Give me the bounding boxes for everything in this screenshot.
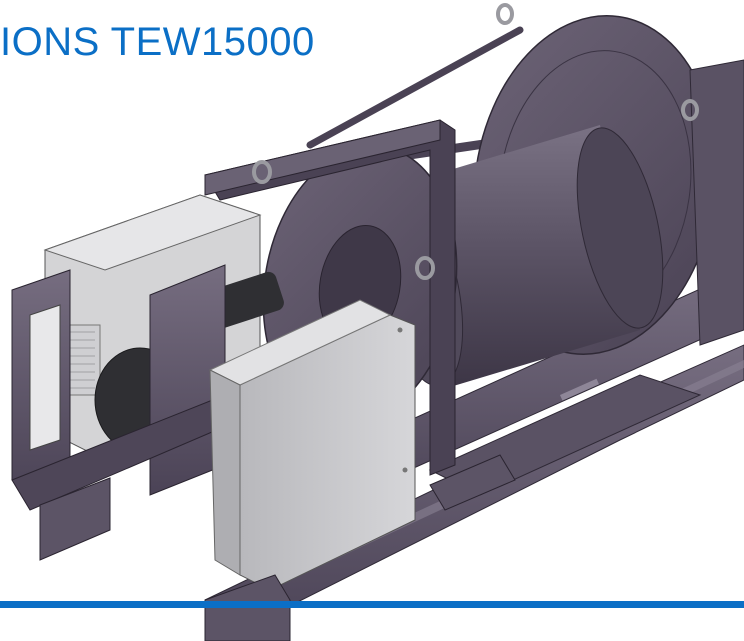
accent-bar bbox=[0, 601, 744, 608]
page-title: IONS TEW15000 bbox=[0, 20, 315, 64]
frame-plate-middle bbox=[204, 119, 456, 476]
frame-plate-left bbox=[11, 264, 241, 561]
frame-plate-rear bbox=[689, 59, 744, 346]
lifting-eyes bbox=[252, 3, 699, 280]
mounting-feet bbox=[204, 454, 516, 641]
control-box bbox=[208, 299, 416, 591]
